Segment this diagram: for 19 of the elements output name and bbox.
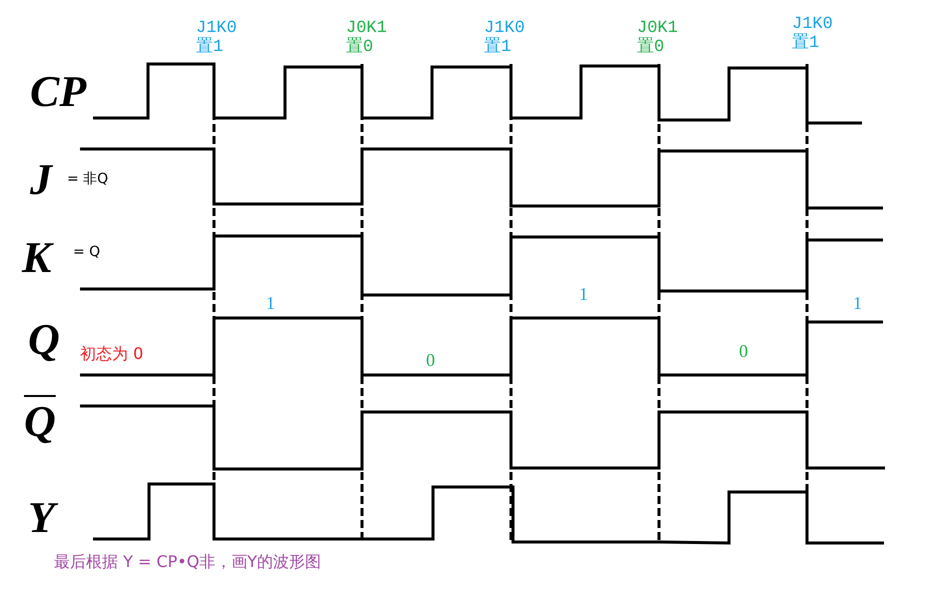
edge-annotation: J1K0 置1 xyxy=(792,16,834,54)
signal-name: CP xyxy=(30,70,86,114)
level-value: 1 xyxy=(853,294,862,314)
caption-note: 最后根据 Y = CP•Q非，画Y的波形图 xyxy=(54,553,322,571)
edge-annotation: J1K0 置1 xyxy=(196,20,238,58)
edge-annotation: J0K1 置0 xyxy=(346,20,388,58)
level-value: 1 xyxy=(579,285,588,305)
signal-name: J xyxy=(30,158,52,202)
level-value: 0 xyxy=(739,342,748,362)
signal-name: K xyxy=(22,236,52,280)
edge-annotation: J0K1 置0 xyxy=(637,20,679,58)
level-value: 1 xyxy=(266,294,275,314)
signal-name: Q xyxy=(24,400,56,444)
edge-annotation: J1K0 置1 xyxy=(484,20,526,58)
signal-name: Q xyxy=(28,318,60,362)
initial-state-note: 初态为 0 xyxy=(80,345,144,363)
equation-text: = Q xyxy=(73,245,100,260)
level-value: 0 xyxy=(426,351,435,371)
equation-text: = 非Q xyxy=(67,172,108,188)
